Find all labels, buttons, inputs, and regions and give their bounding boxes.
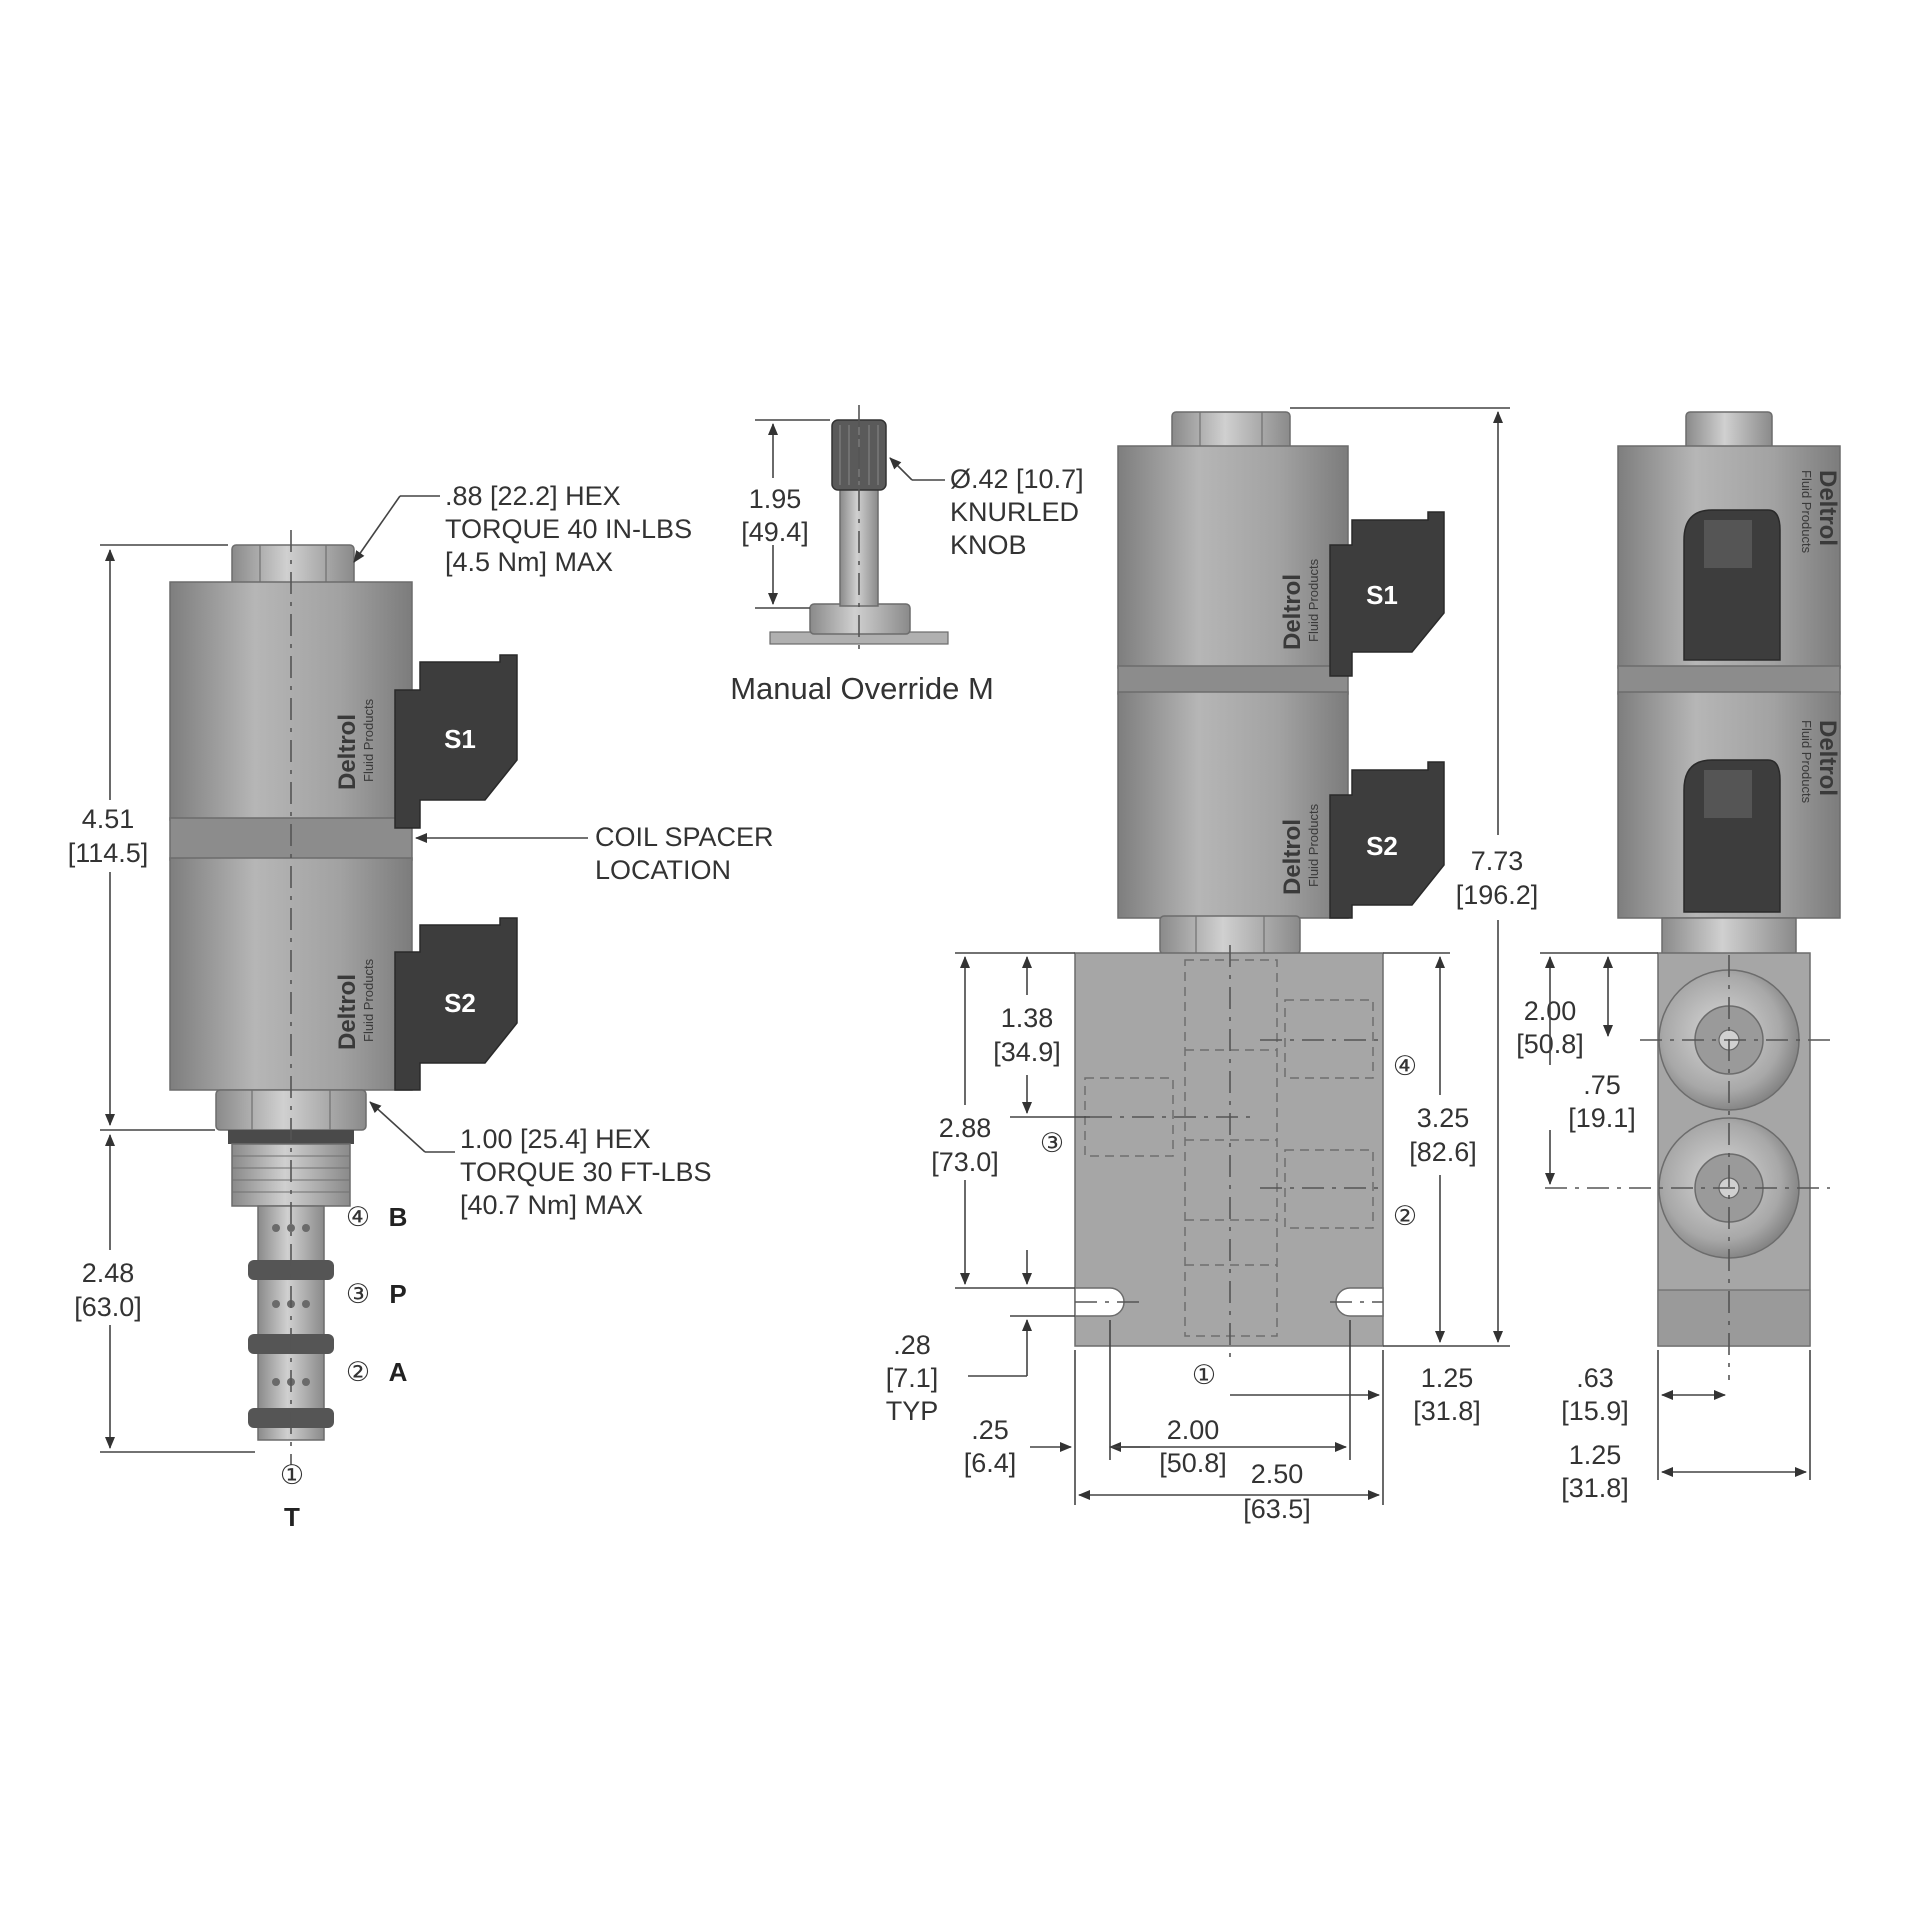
cartridge-spool [257,1205,325,1441]
svg-text:Fluid Products: Fluid Products [1799,720,1814,804]
port1-offset-metric: [31.8] [1413,1396,1481,1426]
manifold-side-view: Deltrol Fluid Products Deltrol Fluid Pro… [1516,411,1841,1503]
manual-override-view: 1.95 [49.4] Ø.42 [10.7] KNURLED KNOB Man… [730,405,1084,706]
coil-label-s2: S2 [444,988,476,1018]
port1-offset-value: 1.25 [1421,1363,1474,1393]
knob-line2: KNURLED [950,497,1079,527]
overall-height-metric: [196.2] [1456,880,1539,910]
top-hex-max: [4.5 Nm] MAX [445,547,613,577]
port-label-t: ① T [280,1460,304,1532]
port-number-icon: ④ [1393,1051,1417,1081]
slot-metric: [7.1] [886,1363,939,1393]
port-label-b: ④ B [346,1202,408,1232]
lower-coil [1117,691,1349,919]
svg-text:T: T [284,1502,300,1532]
hole-spacing-value: 2.00 [1167,1415,1220,1445]
connector-s2: S2 [1329,761,1445,919]
brand-mark-upper: Deltrol Fluid Products [334,698,376,790]
side-center-offset-value: .63 [1576,1363,1614,1393]
port-number-icon: ① [1192,1360,1216,1390]
coil-label-s1: S1 [444,724,476,754]
port3-offset-metric: [73.0] [931,1147,999,1177]
bottom-hex-dim: 1.00 [25.4] HEX [460,1124,651,1154]
side-brand-mark-upper: Deltrol Fluid Products [1799,470,1841,554]
cartridge-view: S1 S2 Deltrol Fluid Products Deltrol Flu… [68,481,774,1532]
port-number-icon: ③ [346,1279,370,1309]
side-body-depth-value: 1.25 [1569,1440,1622,1470]
hole-spacing-metric: [50.8] [1159,1448,1227,1478]
svg-text:P: P [389,1279,406,1309]
port4-offset-metric: [34.9] [993,1037,1061,1067]
cartridge-length-metric: [63.0] [74,1292,142,1322]
svg-text:Fluid Products: Fluid Products [361,958,376,1042]
svg-text:Fluid Products: Fluid Products [1799,470,1814,554]
svg-text:Deltrol: Deltrol [1814,720,1841,796]
top-hex-torque: TORQUE 40 IN-LBS [445,514,692,544]
port-label-p: ③ P [346,1279,407,1309]
side-body-depth-metric: [31.8] [1561,1473,1629,1503]
port-number-icon: ② [1393,1201,1417,1231]
svg-text:Deltrol: Deltrol [334,974,361,1050]
side-center-offset-metric: [15.9] [1561,1396,1629,1426]
knob-line3: KNOB [950,530,1027,560]
svg-text:Fluid Products: Fluid Products [1306,803,1321,887]
edge-offset-value: .25 [971,1415,1009,1445]
port-number-icon: ② [346,1357,370,1387]
svg-text:B: B [389,1202,408,1232]
coil-label-s2: S2 [1366,831,1398,861]
override-height-value: 1.95 [749,484,802,514]
connector-s1: S1 [1329,511,1445,677]
top-hex-dim: .88 [22.2] HEX [445,481,621,511]
port-number-icon: ④ [346,1202,370,1232]
body-height-metric: [82.6] [1409,1137,1477,1167]
svg-text:A: A [389,1357,408,1387]
slot-note: TYP [886,1396,939,1426]
brand-mark-lower: Deltrol Fluid Products [334,958,376,1050]
body-height-value: 3.25 [1417,1103,1470,1133]
bottom-hex-max: [40.7 Nm] MAX [460,1190,643,1220]
slot-value: .28 [893,1330,931,1360]
coil-spacer [1117,665,1349,695]
port4-offset-value: 1.38 [1001,1003,1054,1033]
bottom-hex-torque: TORQUE 30 FT-LBS [460,1157,712,1187]
override-height-metric: [49.4] [741,517,809,547]
body-width-value: 2.50 [1251,1459,1304,1489]
coil-spacer-line1: COIL SPACER [595,822,774,852]
svg-text:Fluid Products: Fluid Products [1306,558,1321,642]
port-number-icon: ③ [1040,1128,1064,1158]
overall-height-value: 4.51 [82,804,135,834]
coil-label-s1: S1 [1366,580,1398,610]
top-hex-nut [231,544,355,586]
svg-text:Deltrol: Deltrol [1279,574,1306,650]
side-port-spacing-metric: [19.1] [1568,1103,1636,1133]
overall-height-value: 7.73 [1471,846,1524,876]
brand-mark-upper: Deltrol Fluid Products [1279,558,1321,650]
svg-text:Deltrol: Deltrol [334,714,361,790]
brand-mark-lower: Deltrol Fluid Products [1279,803,1321,895]
knob-dim: Ø.42 [10.7] [950,464,1084,494]
edge-offset-metric: [6.4] [964,1448,1017,1478]
port-number-icon: ① [280,1460,304,1490]
side-port-spacing-value: .75 [1583,1070,1621,1100]
connector-s2: S2 [394,917,518,1091]
overall-height-metric: [114.5] [68,838,149,868]
coil-spacer-line2: LOCATION [595,855,731,885]
manifold-front-view: S1 S2 Deltrol Fluid Products Deltrol Flu… [886,407,1539,1524]
override-title: Manual Override M [730,671,994,706]
side-brand-mark-lower: Deltrol Fluid Products [1799,720,1841,804]
connector-s1: S1 [394,654,518,829]
cartridge-length-value: 2.48 [82,1258,135,1288]
svg-text:Fluid Products: Fluid Products [361,698,376,782]
port-label-a: ② A [346,1357,408,1387]
upper-coil [1117,445,1349,669]
svg-text:Deltrol: Deltrol [1279,819,1306,895]
svg-text:Deltrol: Deltrol [1814,470,1841,546]
port3-offset-value: 2.88 [939,1113,992,1143]
body-width-metric: [63.5] [1243,1494,1311,1524]
